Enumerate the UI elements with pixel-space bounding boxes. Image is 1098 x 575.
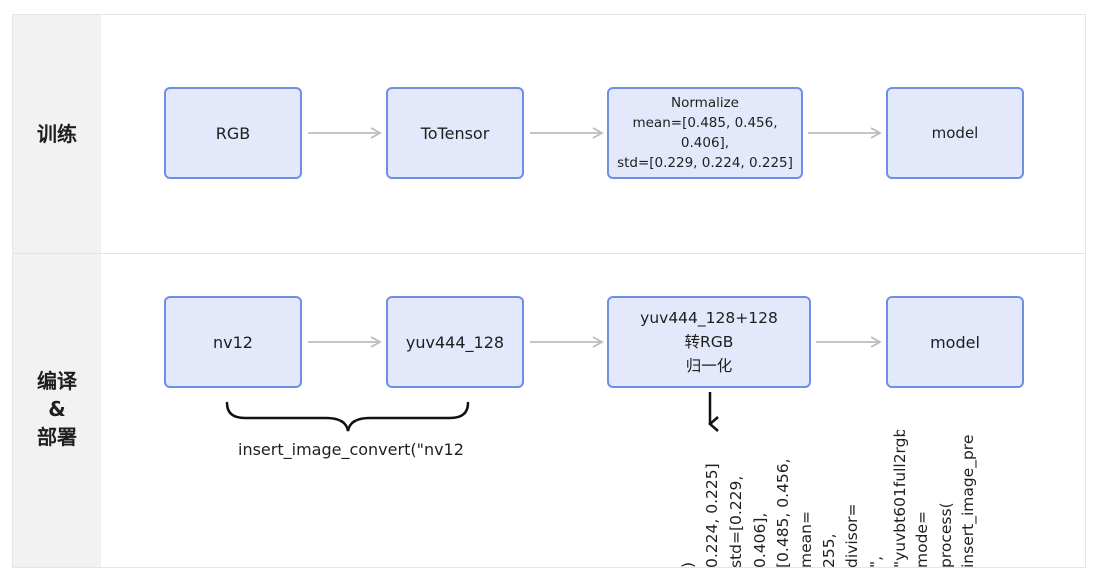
node-rgb-label: RGB [215, 123, 251, 143]
lane-divider [13, 253, 1085, 254]
preprocess-col-1: insert_image_pre [959, 434, 977, 568]
preprocess-col-5: ", [867, 555, 885, 568]
preprocess-col-7: 255, [820, 533, 838, 568]
lane-label-deploy: 编译 & 部署 [13, 367, 101, 451]
node-model-deploy-label: model [930, 332, 980, 352]
preprocess-col-6: divisor= [843, 503, 861, 568]
preprocess-annotation: insert_image_pre process( mode= "yuvbt60… [677, 430, 977, 568]
preprocess-col-9: [0.485, 0.456, [774, 458, 792, 568]
brace-label: insert_image_convert("nv12 [238, 440, 464, 459]
node-model-deploy: model [886, 296, 1024, 388]
node-model-train: model [886, 87, 1024, 179]
normalize-title: Normalize [671, 95, 739, 111]
diagram-frame [12, 14, 1086, 568]
preprocess-col-8: mean= [797, 511, 815, 568]
node-nv12: nv12 [164, 296, 302, 388]
node-model-train-label: model [931, 124, 979, 142]
node-rgb: RGB [164, 87, 302, 179]
convert-line-1: yuv444_128+128 [640, 309, 778, 327]
node-normalize: Normalize mean=[0.485, 0.456, 0.406], st… [607, 87, 803, 179]
preprocess-col-11: std=[0.229, [727, 475, 745, 568]
preprocess-col-10: 0.406], [751, 512, 769, 568]
normalize-mean: mean=[0.485, 0.456, 0.406], [632, 115, 778, 151]
lane-label-column [13, 15, 101, 567]
preprocess-col-2: process( [937, 502, 955, 568]
preprocess-col-4: "yuvbt601full2rgb [891, 430, 909, 568]
convert-line-3: 归一化 [685, 357, 733, 375]
node-totensor-label: ToTensor [420, 123, 490, 143]
node-nv12-label: nv12 [213, 332, 253, 352]
preprocess-col-12: 0.224, 0.225] [703, 463, 721, 568]
node-yuv444: yuv444_128 [386, 296, 524, 388]
normalize-std: std=[0.229, 0.224, 0.225] [617, 155, 793, 171]
lane-label-deploy-line-1: 编译 [37, 369, 77, 393]
curly-brace [225, 401, 470, 432]
lane-label-deploy-line-3: 部署 [37, 425, 77, 449]
convert-line-2: 转RGB [684, 333, 734, 351]
lane-label-deploy-line-2: & [48, 397, 66, 421]
node-convert: yuv444_128+128 转RGB 归一化 [607, 296, 811, 388]
node-yuv444-label: yuv444_128 [405, 332, 505, 352]
preprocess-col-13: ) [679, 561, 697, 568]
lane-label-train: 训练 [37, 122, 77, 146]
preprocess-col-3: mode= [913, 511, 931, 568]
node-totensor: ToTensor [386, 87, 524, 179]
